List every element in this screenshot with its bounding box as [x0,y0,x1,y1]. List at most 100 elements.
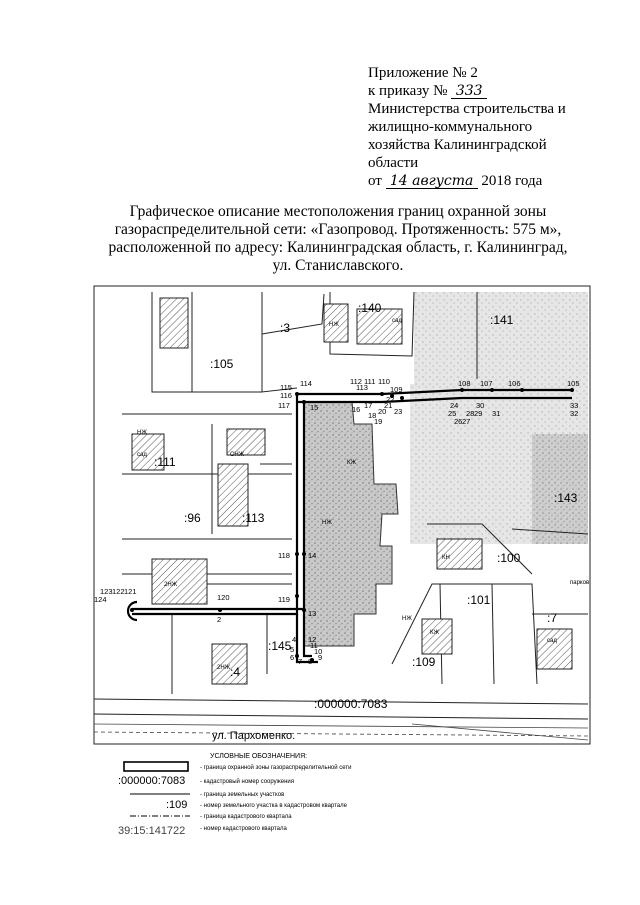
order-number: 333 [451,84,488,99]
kn-label: КН [442,555,450,561]
point-label: 107 [480,379,493,388]
appendix-block: Приложение № 2 к приказу № 333 Министерс… [368,64,608,190]
nzh2-label: 2НЖ [164,582,178,588]
protection-zone-boundary [126,388,572,664]
title-line: газораспределительной сети: «Газопровод.… [114,221,562,238]
legend-title: УСЛОВНЫЕ ОБОЗНАЧЕНИЯ: [210,753,307,760]
point-label: 12 [308,635,316,644]
order-line: к приказу № 333 [368,82,608,100]
point-numbers: 115 116 117 114 15 112 113 111 110 109 1… [94,377,580,666]
date-handwritten: 14 августа [385,174,478,189]
point-label: 123 [100,587,113,596]
appendix-line: Министерства строительства и [368,101,566,117]
point-label: 121 [124,587,137,596]
appendix-line: Приложение № 2 [368,65,478,81]
vertex-points [130,388,574,662]
point-label: 15 [310,403,318,412]
point-label: 106 [508,379,521,388]
point-label: 22 [386,395,394,404]
point-label: 112 [350,377,362,386]
point-label: 20 [378,407,386,416]
point-label: 23 [394,407,402,416]
kzh-label: КЖ [347,460,356,466]
parcel-label: :105 [210,357,234,371]
point-label: 19 [374,417,382,426]
legend-sample-cadastral: :000000:7083 [118,775,185,787]
legend: УСЛОВНЫЕ ОБОЗНАЧЕНИЯ: - граница охранной… [118,753,352,837]
point-label: 110 [378,377,390,386]
kzh-label: КЖ [430,630,439,636]
parcel-label: :140 [358,301,382,315]
point-label: 120 [217,593,230,602]
point-label: 31 [492,409,500,418]
point-label: 18 [368,411,376,420]
point-label: 21 [384,401,392,410]
parcel-label: :101 [467,593,491,607]
legend-sample-zone [123,761,189,772]
houses [131,297,573,685]
snzh-label: СНЖ [230,452,245,458]
legend-item-text: - номер земельного участка в кадастровом… [200,803,348,809]
point-label: 27 [462,417,470,426]
legend-item-text: - граница охранной зоны газораспределите… [200,764,352,771]
point-label: 10 [314,647,322,656]
point-label: 11 [310,641,318,650]
point-label: 6 [290,653,294,662]
legend-sample-parcel-number: :109 [166,799,187,811]
nzh-label: НЖ [137,430,147,436]
point-label: 30 [476,401,484,410]
legend-item-text: - номер кадастрового квартала [200,826,287,832]
sad-label: сад [137,452,147,458]
point-label: 7 [298,657,302,666]
legend-sample-quarter-number: 39:15:141722 [118,825,185,837]
parcel-label: :96 [184,511,201,525]
point-label: 13 [308,609,316,618]
small-labels: НЖ сад НЖ КЖ СНЖ 2НЖ 2НЖ КН сад НЖ КЖ са… [137,318,589,671]
park-label: парков [570,580,589,586]
point-label: 32 [570,409,578,418]
point-label: 24 [450,401,458,410]
point-label: 119 [278,595,290,604]
title-line: Графическое описание местоположения гран… [129,203,547,220]
order-prefix: к приказу № [368,83,448,99]
parcel-label: :143 [554,491,578,505]
parcel-label: :141 [490,313,514,327]
stippled-area [532,434,588,544]
point-label: 17 [364,401,372,410]
point-label: 105 [567,379,580,388]
nzh-label: НЖ [402,616,412,622]
sad-label: сад [547,638,557,644]
cadastral-number-label: :000000:7083 [314,697,388,711]
point-label: 28 [466,409,474,418]
parcel-label: :111 [154,455,176,469]
appendix-line: хозяйства Калининградской [368,137,547,153]
point-label: 118 [278,551,290,560]
point-label: 33 [570,401,578,410]
point-label: 108 [458,379,471,388]
legend-item-text: - граница земельных участков [200,792,284,798]
stippled-area [414,292,588,384]
parcel-label: :4 [230,665,240,679]
point-label: 26 [454,417,462,426]
appendix-line: области [368,155,419,171]
point-label: 2 [217,615,221,624]
parcel-label: :109 [412,655,436,669]
parcel-label: :113 [242,511,265,525]
point-label: 122 [112,587,125,596]
point-label: 14 [308,551,316,560]
point-label: 4 [292,635,296,644]
title-line: расположенной по адресу: Калининградская… [108,239,568,256]
point-label: 111 [364,377,375,386]
point-label: 8 [308,657,312,666]
point-label: 124 [94,595,107,604]
legend-item-text: - граница кадастрового квартала [200,814,292,820]
point-label: 109 [390,385,403,394]
document-title: Графическое описание местоположения гран… [100,203,576,275]
point-label: 116 [280,391,292,400]
nzh-label: НЖ [322,520,332,526]
cadastral-map: :140 :141 :3 :105 :111 :96 :113 :100 :10… [92,284,592,839]
nzh2-label: 2НЖ [217,665,231,671]
point-label: 114 [300,379,312,388]
date-prefix: от [368,173,382,189]
point-label: 25 [448,409,456,418]
